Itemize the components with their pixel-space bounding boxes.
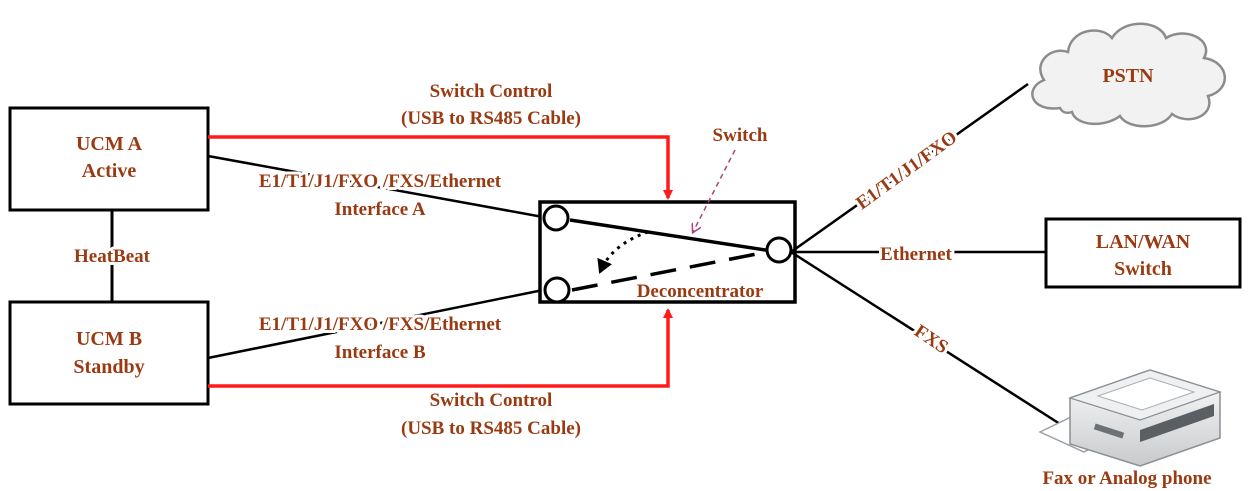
deconcentrator-node: Deconcentrator (538, 200, 797, 304)
lan-wan-switch-node: LAN/WAN Switch (1044, 217, 1242, 289)
fxs-line (790, 250, 1061, 426)
ucm-b-title: UCM B (76, 328, 142, 350)
switch-control-bottom-line (208, 308, 673, 388)
fxs-label: FXS (910, 321, 952, 358)
ucm-a-status: Active (82, 160, 137, 182)
contact-a (542, 204, 570, 232)
interface-a-protocols: E1/T1/J1/FXO /FXS/Ethernet (259, 171, 502, 192)
switch-pointer (693, 149, 736, 232)
pstn-label: PSTN (1102, 65, 1154, 87)
fax-machine-icon (1038, 369, 1222, 467)
ethernet-label: Ethernet (880, 244, 952, 265)
switch-control-top-line (208, 135, 673, 200)
pstn-line (790, 82, 1029, 254)
lan-wan-subtitle: Switch (1114, 258, 1172, 280)
contact-common (765, 236, 793, 264)
interface-a-name: Interface A (334, 199, 426, 220)
ucm-a-node: UCM A Active (8, 106, 210, 212)
ucm-b-status: Standby (73, 356, 144, 378)
deconcentrator-label: Deconcentrator (637, 281, 764, 302)
interface-b-protocols: E1/T1/J1/FXO /FXS/Ethernet (259, 314, 502, 335)
ucm-a-title: UCM A (76, 133, 143, 155)
contact-b (543, 276, 571, 304)
switch-control-bottom-line1: Switch Control (430, 390, 553, 411)
fax-label: Fax or Analog phone (1042, 468, 1211, 489)
switch-label: Switch (713, 125, 768, 146)
switch-blade (569, 218, 773, 253)
interface-b-name: Interface B (334, 342, 426, 363)
switch-alternate-path (571, 249, 773, 292)
ucm-b-node: UCM B Standby (8, 300, 210, 406)
interface-a-line (207, 154, 544, 219)
interface-b-line (207, 288, 544, 360)
switch-toggle-arrow (597, 230, 649, 274)
switch-control-top-line1: Switch Control (430, 81, 553, 102)
switch-control-top-line2: (USB to RS485 Cable) (401, 108, 581, 129)
heartbeat-label: HeatBeat (74, 246, 151, 267)
switch-control-bottom-line2: (USB to RS485 Cable) (401, 418, 581, 439)
e1-fxo-label: E1/T1/J1/FXO (852, 127, 961, 214)
pstn-cloud-icon: PSTN (1031, 22, 1227, 128)
lan-wan-title: LAN/WAN (1096, 231, 1191, 253)
